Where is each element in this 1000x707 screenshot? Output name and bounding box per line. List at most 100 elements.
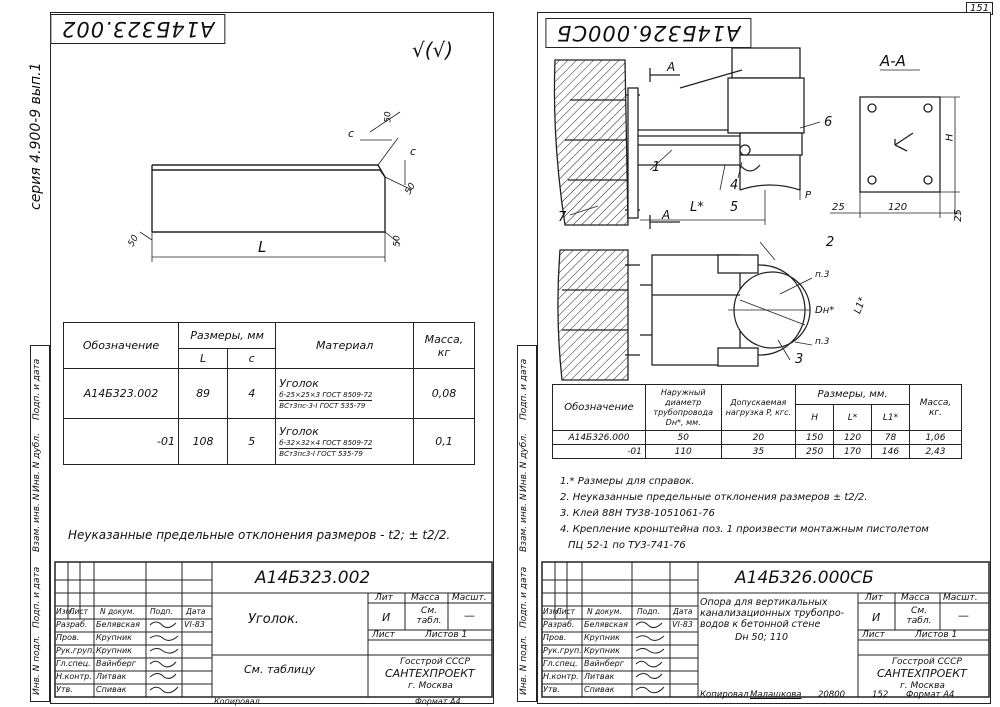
right-order: 20800 — [818, 690, 846, 700]
th-L1: L1* — [871, 404, 910, 431]
left-tb-role: Рук.груп. — [56, 646, 95, 655]
cell-designation: -01 — [552, 444, 646, 459]
left-tb-scale-h: Масшт. — [452, 593, 487, 603]
note-1: 1.* Размеры для справок. — [560, 476, 695, 487]
dim-L: L — [258, 238, 267, 256]
right-tb-sheets: Листов 1 — [915, 630, 958, 640]
left-tb-org3: г. Москва — [408, 681, 453, 691]
right-tb-org2: САНТЕХПРОЕКТ — [877, 667, 967, 680]
th-load: Допускаемая нагрузка P, кгс. — [720, 384, 797, 431]
left-tb-lit: Лит — [375, 593, 393, 603]
right-tb-col-date: Дата — [673, 607, 693, 616]
left-tb-col-sign: Подп. — [150, 607, 173, 616]
left-tb-col-doc: N докум. — [100, 607, 135, 616]
cell-mat-name: Уголок — [279, 424, 319, 438]
left-tb-person: Литвак — [96, 672, 127, 681]
right-tb-name-1: Опора для вертикальных — [700, 597, 828, 608]
left-tb-col-list: Лист — [69, 607, 89, 616]
section-label: А-А — [880, 52, 906, 70]
table-row: -01 108 5 Уголок б-32×32×4 ГОСТ 8509-72 … — [63, 418, 476, 465]
right-tb-mass-h: Масса — [901, 593, 930, 603]
right-tb-code: А14Б326.000СБ — [735, 568, 874, 588]
cell-L: 170 — [833, 444, 873, 459]
cell-mat-top: б-25×25×3 ГОСТ 8509-72 — [279, 390, 373, 401]
right-tb-col-doc: N докум. — [587, 607, 622, 616]
left-tb-code: А14Б323.002 — [255, 568, 371, 588]
right-tb-org3: г. Москва — [900, 681, 945, 691]
left-tb-date: VI-83 — [184, 620, 205, 629]
note-4-cont: ПЦ 52-1 по ТУ3-741-76 — [568, 540, 686, 551]
cell-L: 89 — [177, 368, 229, 419]
left-tb-sheets: Листов 1 — [425, 630, 468, 640]
dim-c-right: c — [410, 145, 417, 158]
left-note: Неуказанные предельные отклонения размер… — [68, 528, 451, 542]
load-P: P — [805, 190, 812, 201]
right-tb-name-4: Dн 50; 110 — [735, 632, 788, 643]
right-tb-person: Крупник — [584, 646, 620, 655]
dim-120: 120 — [888, 202, 908, 213]
th-L: L* — [833, 404, 873, 431]
right-tb-col-sign: Подп. — [637, 607, 660, 616]
callout-2: 2 — [826, 235, 835, 250]
left-tb-mass-val: См. табл. — [416, 606, 442, 626]
dim-25-a: 25 — [832, 202, 845, 213]
left-tb-role: Гл.спец. — [56, 659, 91, 668]
callout-3: 3 — [795, 352, 804, 367]
right-tb-lit-val: И — [872, 611, 881, 624]
left-tb-person: Белявская — [96, 620, 140, 629]
note-ref-p3-top: п.3 — [815, 270, 830, 280]
right-tb-col-list: Лист — [556, 607, 576, 616]
th-mass: Масса, кг. — [908, 384, 963, 431]
right-tb-person: Крупник — [584, 633, 620, 642]
dim-c-top: c — [348, 127, 355, 140]
section-mark-bottom: A — [662, 208, 671, 222]
right-tb-person: Белявская — [584, 620, 628, 629]
left-tb-person: Спивак — [96, 685, 127, 694]
note-3: 3. Клей 88Н ТУ38-1051061-76 — [560, 508, 715, 519]
left-tb-col-izm: Изм. — [56, 607, 74, 616]
left-tb-person: Крупник — [96, 633, 132, 642]
th-H: H — [795, 404, 835, 431]
left-tb-role: Пров. — [56, 633, 80, 642]
th-diameter: Наружный диаметр трубопровода Dн*, мм. — [644, 384, 722, 431]
cell-L: 108 — [177, 418, 229, 465]
left-tb-person: Крупник — [96, 646, 132, 655]
left-tb-org1: Госстрой СССР — [400, 657, 470, 667]
right-tb-org1: Госстрой СССР — [892, 657, 962, 667]
right-tb-lit: Лит — [865, 593, 883, 603]
right-tb-role: Разраб. — [543, 620, 575, 629]
left-tb-scale-val: — — [464, 609, 475, 622]
section-mark-top: A — [667, 60, 676, 74]
note-4: 4. Крепление кронштейна поз. 1 произвест… — [560, 524, 929, 535]
right-tb-sheet: Лист — [862, 630, 885, 640]
callout-1: 1 — [652, 160, 661, 175]
right-tb-role: Гл.спец. — [543, 659, 578, 668]
callout-7: 7 — [558, 210, 567, 225]
right-copier: Малашкова — [750, 690, 802, 700]
left-tb-role: Разраб. — [56, 620, 88, 629]
left-tb-role: Утв. — [56, 685, 73, 694]
left-tb-org2: САНТЕХПРОЕКТ — [385, 667, 475, 680]
cell-mat-top: б-32×32×4 ГОСТ 8509-72 — [279, 438, 373, 449]
cell-designation: -01 — [63, 418, 179, 465]
right-spec-table: Обозначение Наружный диаметр трубопровод… — [552, 384, 963, 459]
right-side-strip — [517, 345, 537, 702]
right-copied: Копировал — [700, 690, 749, 700]
right-format: Формат А4 — [906, 690, 955, 700]
right-tb-mass-val: См. табл. — [906, 606, 932, 626]
cell-mass: 0,08 — [412, 368, 476, 419]
cell-c: 4 — [227, 368, 277, 419]
left-tb-sheet: Лист — [372, 630, 395, 640]
note-2: 2. Неуказанные предельные отклонения раз… — [560, 492, 868, 503]
left-tb-col-date: Дата — [186, 607, 206, 616]
cell-mass: 0,1 — [412, 418, 476, 465]
right-tb-name-2: канализационных трубопро- — [700, 608, 845, 619]
th-designation: Обозначение — [63, 322, 179, 369]
cell-c: 5 — [227, 418, 277, 465]
right-tb-role: Пров. — [543, 633, 567, 642]
table-row: А14Б326.000 50 20 150 120 78 1,06 — [552, 430, 963, 445]
